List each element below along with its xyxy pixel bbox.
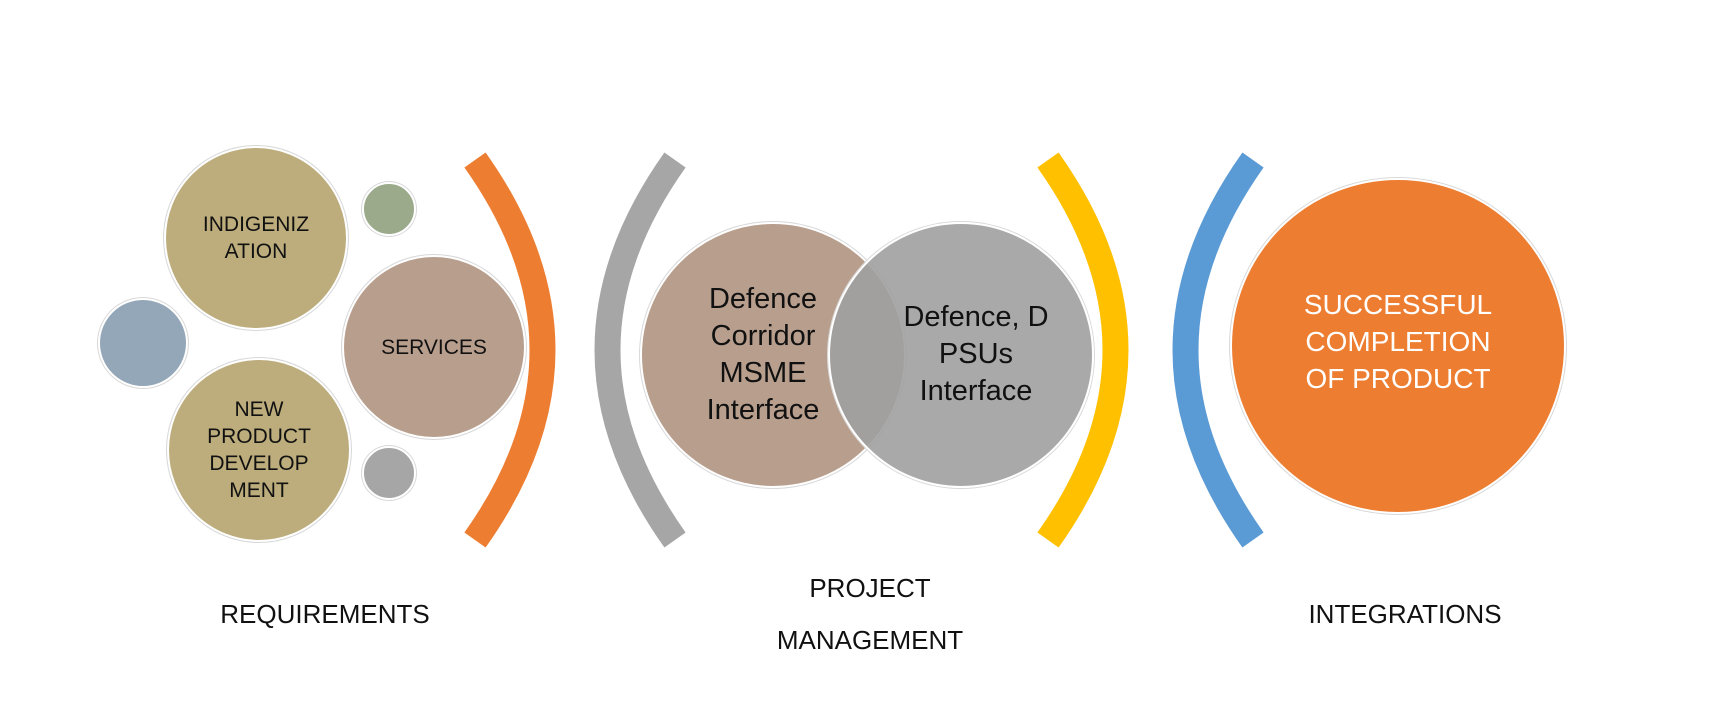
defence-psus-label: Defence, D PSUs Interface — [903, 300, 1049, 407]
blue-bracket-arc — [1172, 152, 1264, 548]
yellow-bracket-arc — [1037, 152, 1129, 548]
indigenization-label: INDIGENIZ ATION — [202, 213, 310, 263]
decorative-circle-sage — [362, 182, 416, 236]
services-circle: SERVICES — [342, 255, 526, 439]
requirements-caption: REQUIREMENTS — [220, 599, 430, 629]
successful-completion-circle: SUCCESSFUL COMPLETION OF PRODUCT — [1230, 178, 1566, 514]
gray-bracket-arc — [594, 152, 686, 548]
orange-bracket-arc — [464, 152, 556, 548]
integrations-caption: INTEGRATIONS — [1308, 599, 1502, 629]
services-label: SERVICES — [381, 335, 487, 359]
indigenization-circle: INDIGENIZ ATION — [164, 146, 348, 330]
defence-psus-circle: Defence, D PSUs Interface — [828, 222, 1094, 488]
new-product-development-circle: NEW PRODUCT DEVELOP MENT — [167, 358, 351, 542]
decorative-circle-slate — [98, 298, 188, 388]
successful-completion-label: SUCCESSFUL COMPLETION OF PRODUCT — [1303, 288, 1493, 394]
project-management-caption: PROJECT MANAGEMENT — [776, 573, 964, 655]
decorative-circle-gray — [362, 446, 416, 500]
defence-corridor-label: Defence Corridor MSME Interface — [706, 283, 820, 426]
new-product-development-label: NEW PRODUCT DEVELOP MENT — [207, 398, 311, 502]
